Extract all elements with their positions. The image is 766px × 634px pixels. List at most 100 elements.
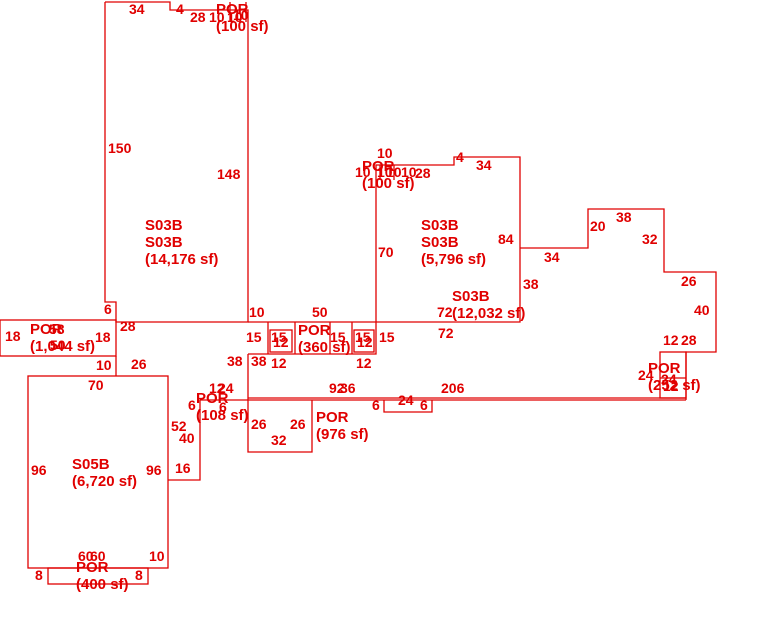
- dimension-29: 18: [95, 329, 111, 345]
- dimension-61: 24: [218, 380, 234, 396]
- dimension-53: 12: [663, 378, 679, 394]
- dimension-21: 34: [544, 249, 560, 265]
- dimension-35: 50: [312, 304, 328, 320]
- dimension-33: 70: [88, 377, 104, 393]
- area-code-top-porch: POR: [216, 1, 249, 18]
- dimension-7: 148: [217, 166, 241, 182]
- right-porch-outline: [659, 351, 687, 399]
- dimension-64: 26: [251, 416, 267, 432]
- area-size-right-porch: (252 sf): [648, 377, 701, 394]
- dimension-47: 72: [437, 304, 453, 320]
- dimension-26: 28: [120, 318, 136, 334]
- small-porch-outline: [168, 400, 201, 481]
- area-size-top-porch: (100 sf): [216, 18, 269, 35]
- dimension-41: 12: [357, 334, 373, 350]
- dimension-8: 10: [377, 145, 393, 161]
- area-code2-main: S03B: [145, 234, 183, 251]
- dimension-1: 4: [176, 1, 184, 17]
- area-code-main: S03B: [145, 217, 183, 234]
- dimension-34: 10: [249, 304, 265, 320]
- dimension-72: 60: [78, 548, 94, 564]
- dimension-9: 10: [355, 164, 371, 180]
- area-code-bottom-porch: POR: [76, 559, 109, 576]
- dimension-30: 50: [50, 337, 66, 353]
- dimension-71: 96: [146, 462, 162, 478]
- dimension-58: 24: [398, 392, 414, 408]
- area-code-right-porch: POR: [648, 360, 681, 377]
- area-code-left-porch: POR: [30, 321, 63, 338]
- dimension-50: 28: [681, 332, 697, 348]
- dimension-37: 15: [271, 329, 287, 345]
- dimension-25: 6: [104, 301, 112, 317]
- dimension-13: 4: [456, 149, 464, 165]
- dimension-51: 24: [638, 367, 654, 383]
- dimension-15: 28: [415, 165, 431, 181]
- dimension-59: 6: [420, 397, 428, 413]
- dimension-57: 6: [372, 397, 380, 413]
- dimension-43: 38: [227, 353, 243, 369]
- right-wing-outline: [520, 208, 717, 400]
- dimension-42: 15: [379, 329, 395, 345]
- area-size-small-porch: (108 sf): [196, 407, 249, 424]
- dimension-14: 34: [476, 157, 492, 173]
- area-code-lower-porch: POR: [316, 409, 349, 426]
- dimension-5: 10: [233, 7, 249, 23]
- dimension-11: 10: [386, 164, 402, 180]
- dimension-18: 20: [590, 218, 606, 234]
- area-code-small-porch: POR: [196, 390, 229, 407]
- dimension-65: 26: [290, 416, 306, 432]
- dimension-68: 40: [179, 430, 195, 446]
- dimension-45: 12: [271, 355, 287, 371]
- dimension-55: 36: [340, 380, 356, 396]
- area-code-center-porch: POR: [298, 322, 331, 339]
- dimension-46: 12: [356, 355, 372, 371]
- area-size-mid-porch: (100 sf): [362, 175, 415, 192]
- dimension-20: 32: [642, 231, 658, 247]
- area-code-right-lower: S03B: [452, 288, 490, 305]
- left-porch-outline: [0, 319, 117, 357]
- area-code-right-upper: S03B: [421, 217, 459, 234]
- dimension-74: 10: [149, 548, 165, 564]
- dimension-6: 150: [108, 140, 132, 156]
- dimension-19: 38: [616, 209, 632, 225]
- dimension-38: 12: [273, 334, 289, 350]
- dimension-44: 38: [251, 353, 267, 369]
- dimension-32: 26: [131, 356, 147, 372]
- dimension-3: 10: [209, 9, 225, 25]
- area-size-lower-porch: (976 sf): [316, 426, 369, 443]
- dimension-54: 92: [329, 380, 345, 396]
- bottom-porch-outline: [47, 567, 149, 585]
- area-size-bottom-left: (6,720 sf): [72, 473, 137, 490]
- dimension-76: 8: [135, 567, 143, 583]
- dimension-69: 16: [175, 460, 191, 476]
- dimension-4: 10: [227, 9, 243, 25]
- dimension-16: 70: [378, 244, 394, 260]
- area-size-center-porch: (360 sf): [298, 339, 351, 356]
- dimension-66: 32: [271, 432, 287, 448]
- dimension-49: 12: [663, 332, 679, 348]
- dimension-28: 58: [49, 321, 65, 337]
- dimension-39: 15: [330, 329, 346, 345]
- dimension-24: 38: [523, 276, 539, 292]
- right-upper-outline: [375, 156, 521, 323]
- dimension-48: 72: [438, 325, 454, 341]
- dimension-0: 34: [129, 1, 145, 17]
- area-code-mid-porch: POR: [362, 158, 395, 175]
- dimension-63: 6: [219, 399, 227, 415]
- area-size-right-lower: (12,032 sf): [452, 305, 525, 322]
- dimension-40: 15: [355, 329, 371, 345]
- small-bump-outline: [383, 400, 433, 413]
- center-strip-outline: [248, 321, 377, 355]
- dimension-27: 18: [5, 328, 21, 344]
- dimension-36: 15: [246, 329, 262, 345]
- main-building-outline: [104, 1, 249, 323]
- sketch-outlines: [0, 1, 717, 585]
- dimension-2: 28: [190, 9, 206, 25]
- dimension-52: 24: [661, 371, 677, 387]
- area-code-bottom-left: S05B: [72, 456, 110, 473]
- area-size-bottom-porch: (400 sf): [76, 576, 129, 593]
- strip-inner-square: [269, 329, 293, 353]
- dimension-67: 52: [171, 418, 187, 434]
